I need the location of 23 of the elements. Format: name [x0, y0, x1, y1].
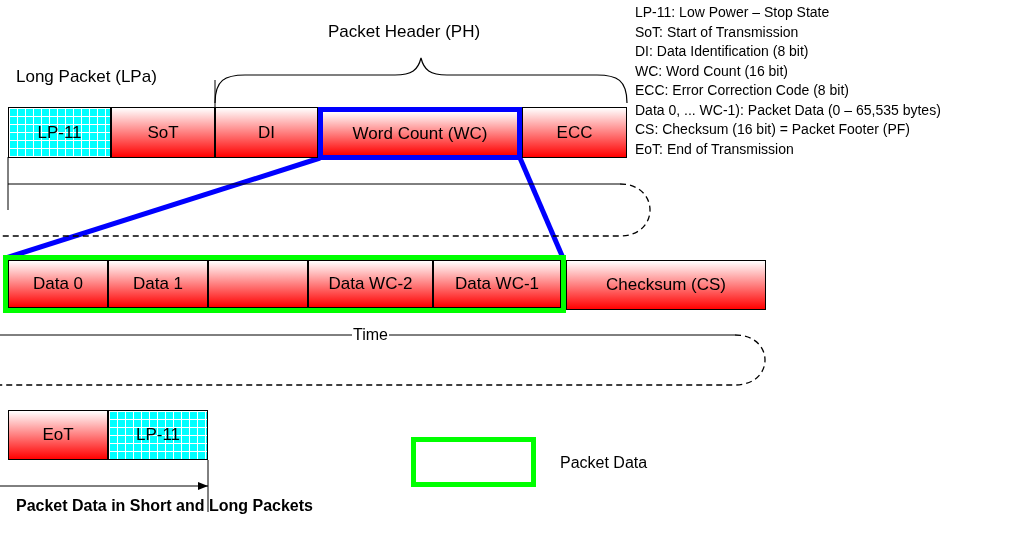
section-label: Long Packet (LPa): [16, 67, 157, 87]
legend-note: SoT: Start of Transmission: [635, 23, 799, 40]
field-box: EoT: [8, 410, 108, 460]
legend-note: LP-11: Low Power – Stop State: [635, 4, 830, 20]
field-box: SoT: [111, 107, 215, 158]
field-box: Data 0: [8, 260, 108, 308]
legend-note: WC: Word Count (16 bit): [635, 62, 788, 79]
field-box: Checksum (CS): [566, 260, 766, 310]
field-box: Data 1: [108, 260, 208, 308]
legend-note: EoT: End of Transmission: [635, 140, 794, 157]
legend-note: ECC: Error Correction Code (8 bit): [635, 82, 849, 98]
field-box: Data WC-1: [433, 260, 561, 308]
field-box: DI: [215, 107, 318, 158]
highlighted-field-box: Word Count (WC): [318, 107, 522, 160]
legend-note: DI: Data Identification (8 bit): [635, 43, 809, 59]
section-label: Packet Header (PH): [328, 22, 481, 42]
legend-label: Packet Data: [560, 454, 648, 472]
field-box: Data WC-2: [308, 260, 433, 308]
caption: Packet Data in Short and Long Packets: [16, 497, 313, 515]
field-box: [208, 260, 308, 308]
packet-data-frame: [3, 255, 566, 313]
field-box: ECC: [522, 107, 627, 158]
legend-note: Data 0, ... WC-1): Packet Data (0 – 65,535 bytes): [635, 101, 941, 118]
